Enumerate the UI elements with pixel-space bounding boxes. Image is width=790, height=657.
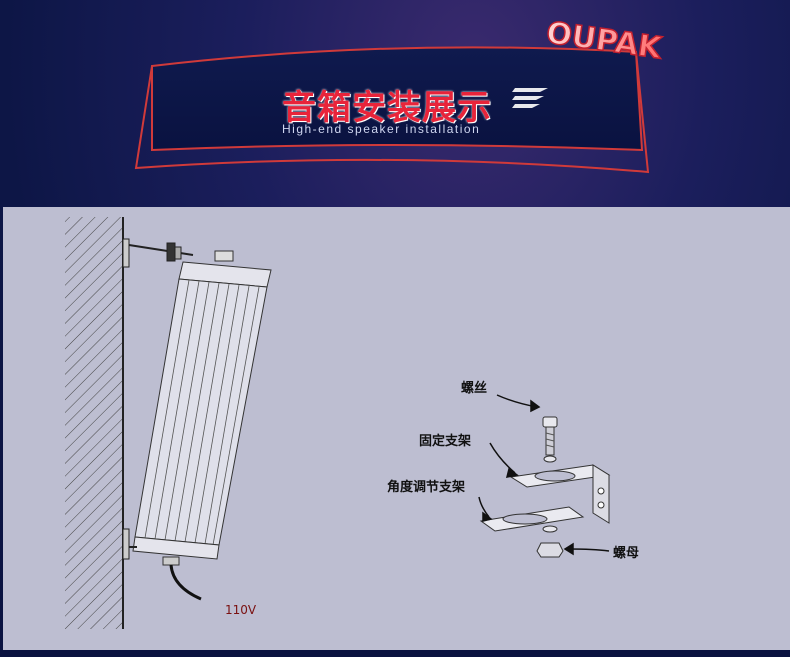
- nut: [536, 542, 564, 558]
- bracket-assembly: [479, 416, 611, 558]
- column-speaker: [132, 250, 272, 566]
- label-adjust-bracket: 角度调节支架: [387, 479, 465, 495]
- installation-diagram: 110V: [65, 217, 639, 629]
- label-fixed-bracket: 固定支架: [419, 433, 471, 449]
- power-label: 110V: [225, 603, 257, 617]
- label-screw: 螺丝: [461, 380, 487, 396]
- page-title: 音箱安装展示: [282, 89, 492, 127]
- page-subtitle: High-end speaker installation: [282, 122, 481, 136]
- wall: [65, 217, 124, 629]
- speed-stripes: [512, 88, 548, 108]
- top-mount-bracket: [122, 238, 194, 268]
- label-nut: 螺母: [613, 545, 639, 561]
- installation-diagram-panel: 110V: [3, 207, 790, 650]
- svg-text:OUPAK: OUPAK: [544, 16, 665, 67]
- bottom-strip: [0, 650, 790, 657]
- banner-frame: [134, 46, 650, 174]
- header-banner: OUPAK 音箱安装展示 High-end speaker installati…: [0, 0, 790, 207]
- pointer-arrows: [478, 394, 610, 556]
- brand-logo: OUPAK: [543, 15, 666, 67]
- bottom-mount-bracket: [122, 528, 137, 560]
- power-cable: [169, 564, 202, 601]
- screw: [542, 416, 558, 428]
